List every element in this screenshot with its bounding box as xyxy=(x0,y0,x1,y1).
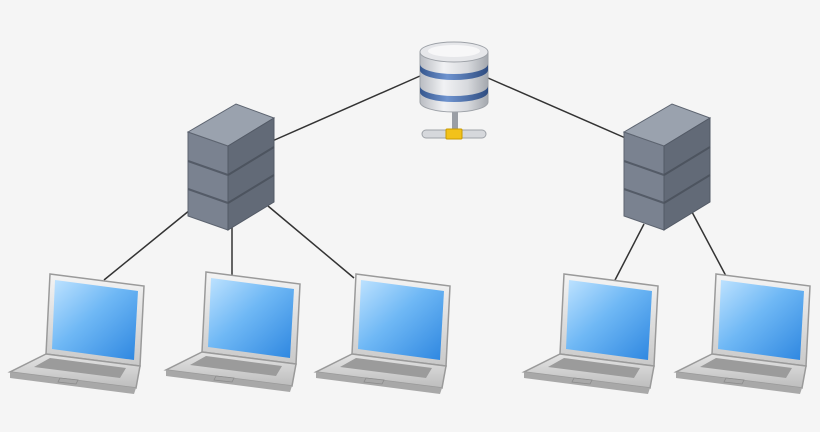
laptop-icon xyxy=(675,273,811,395)
link-server-right-laptop-5 xyxy=(691,211,727,277)
link-server-left-laptop-3 xyxy=(267,205,355,279)
laptop-icon xyxy=(523,273,659,395)
server-tower-icon xyxy=(623,103,711,231)
link-database-server-left xyxy=(269,75,421,143)
laptop-icon xyxy=(315,273,451,395)
link-database-server-right xyxy=(487,77,631,141)
network-links xyxy=(103,75,727,283)
link-server-right-laptop-4 xyxy=(613,223,645,283)
server-tower-icon xyxy=(187,103,275,231)
laptop-icon xyxy=(165,271,301,393)
database-icon xyxy=(419,41,489,140)
link-server-left-laptop-1 xyxy=(103,209,191,281)
laptop-icon xyxy=(9,273,145,395)
